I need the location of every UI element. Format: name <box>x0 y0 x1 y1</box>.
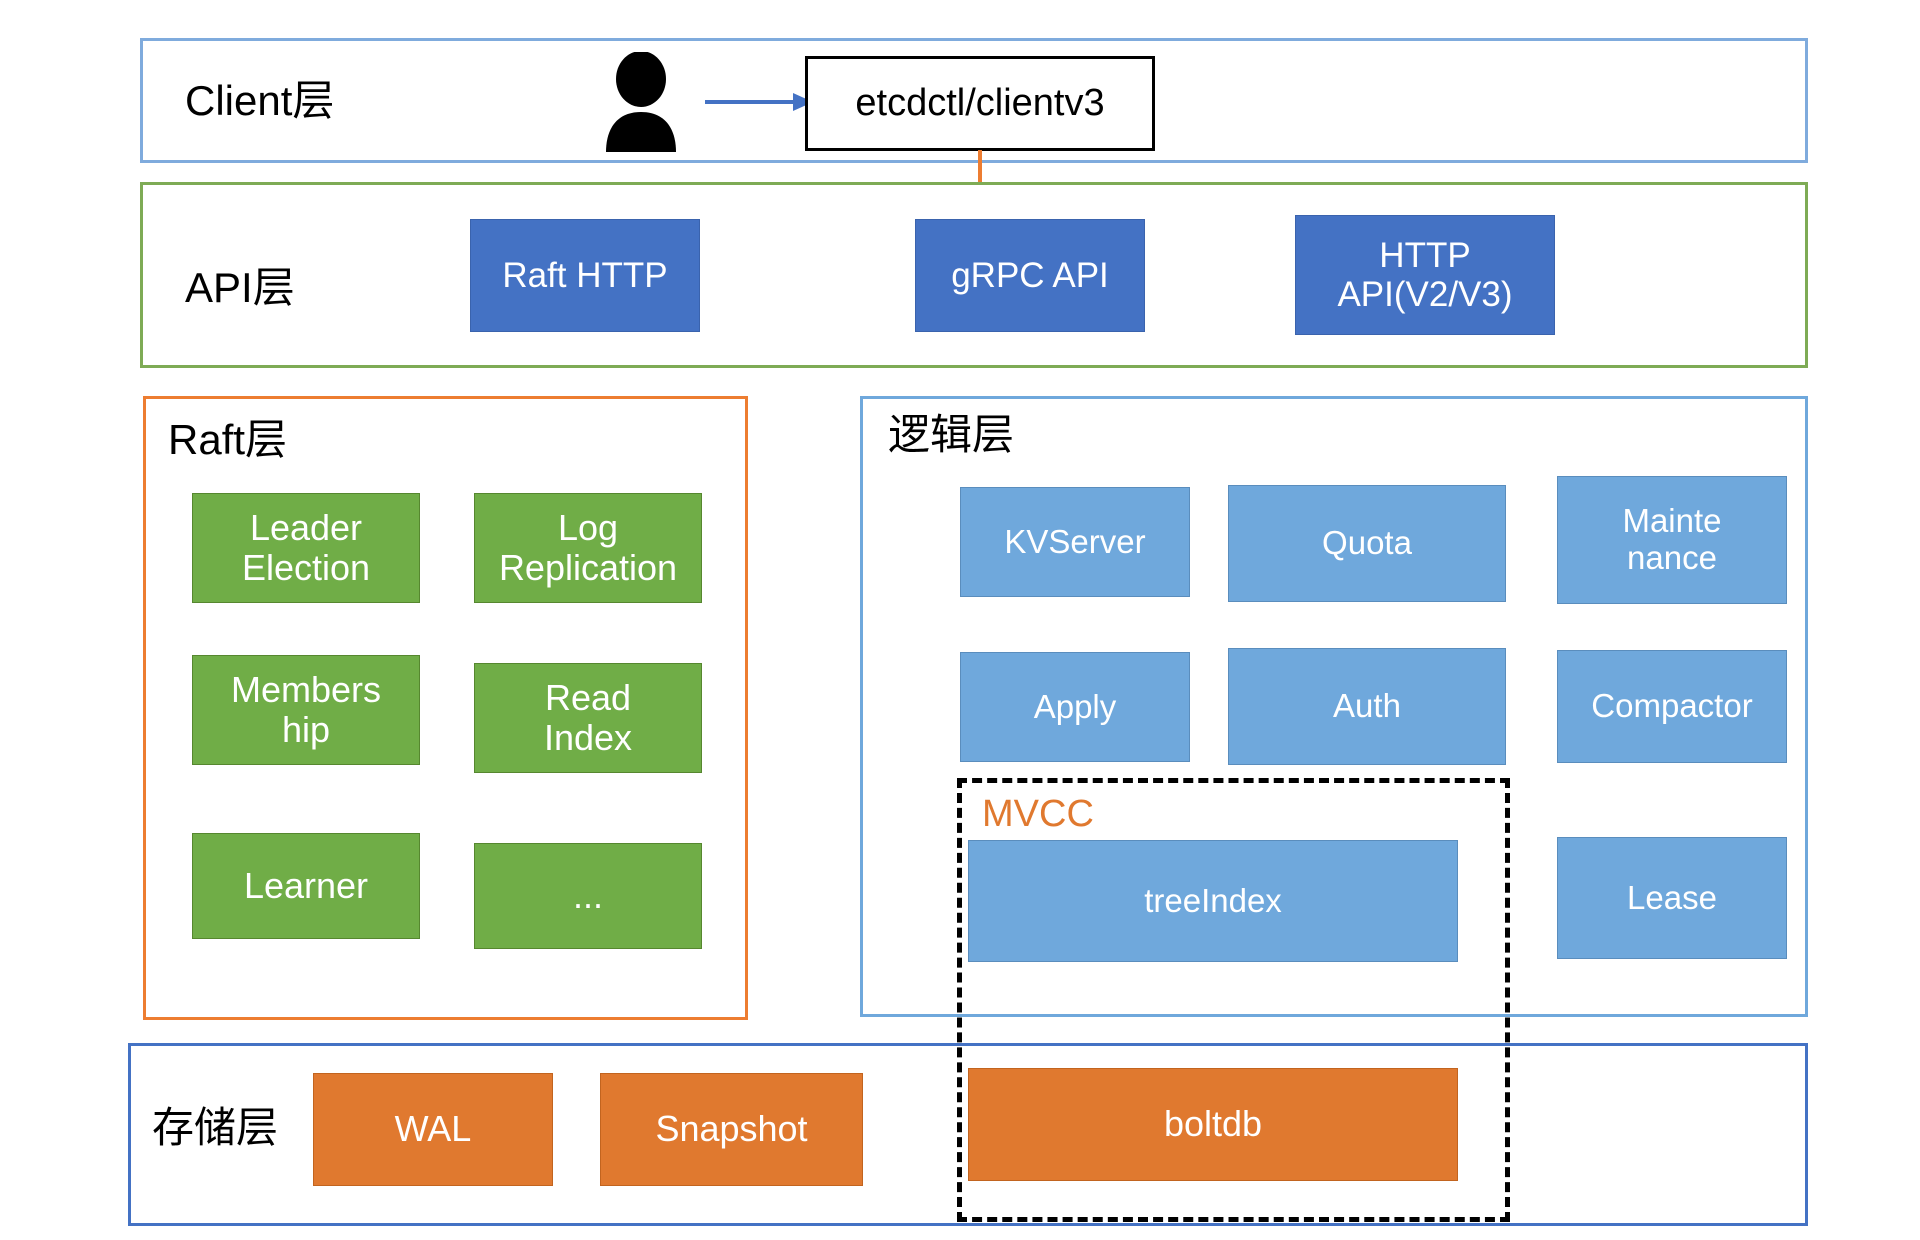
user-icon <box>606 52 676 152</box>
raft-node-learner[interactable]: Learner <box>192 833 420 939</box>
api-node-http-api[interactable]: HTTP API(V2/V3) <box>1295 215 1555 335</box>
api-node-grpc-api[interactable]: gRPC API <box>915 219 1145 332</box>
logic-node-lease[interactable]: Lease <box>1557 837 1787 959</box>
storage-node-snapshot[interactable]: Snapshot <box>600 1073 863 1186</box>
logic-node-maintenance[interactable]: Mainte nance <box>1557 476 1787 604</box>
raft-layer-title: Raft层 <box>168 416 288 463</box>
etcdctl-client-box[interactable]: etcdctl/clientv3 <box>805 56 1155 151</box>
raft-node-read-index[interactable]: Read Index <box>474 663 702 773</box>
api-node-raft-http[interactable]: Raft HTTP <box>470 219 700 332</box>
arrow-user-to-client-icon <box>705 93 813 111</box>
logic-node-quota[interactable]: Quota <box>1228 485 1506 602</box>
logic-node-compactor[interactable]: Compactor <box>1557 650 1787 763</box>
logic-layer-title: 逻辑层 <box>888 411 1015 458</box>
api-layer-title: API层 <box>185 264 295 311</box>
storage-layer-title: 存储层 <box>152 1104 279 1151</box>
raft-node-ellipsis[interactable]: ... <box>474 843 702 949</box>
mvcc-label: MVCC <box>982 793 1094 835</box>
raft-node-membership[interactable]: Members hip <box>192 655 420 765</box>
storage-node-boltdb[interactable]: boltdb <box>968 1068 1458 1181</box>
raft-node-leader-election[interactable]: Leader Election <box>192 493 420 603</box>
logic-node-apply[interactable]: Apply <box>960 652 1190 762</box>
client-layer-title: Client层 <box>185 77 335 124</box>
raft-node-log-replication[interactable]: Log Replication <box>474 493 702 603</box>
storage-node-wal[interactable]: WAL <box>313 1073 553 1186</box>
logic-node-auth[interactable]: Auth <box>1228 648 1506 765</box>
logic-node-kvserver[interactable]: KVServer <box>960 487 1190 597</box>
logic-node-treeindex[interactable]: treeIndex <box>968 840 1458 962</box>
